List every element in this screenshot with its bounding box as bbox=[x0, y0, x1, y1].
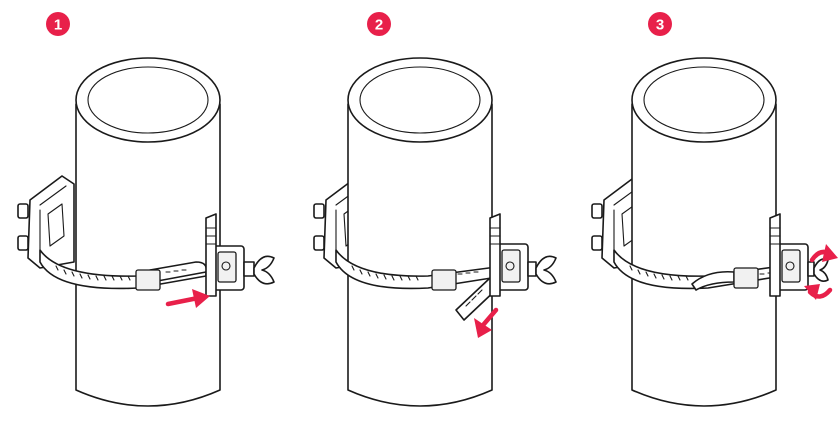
step-1-panel: 1 bbox=[17, 12, 275, 407]
step-1-number: 1 bbox=[54, 17, 62, 34]
pipe bbox=[75, 57, 221, 407]
pipe bbox=[631, 57, 777, 407]
step-2-action-icon bbox=[474, 307, 499, 338]
step-1-badge: 1 bbox=[46, 12, 70, 36]
step-3-action-icon bbox=[804, 244, 838, 300]
step-2-badge: 2 bbox=[367, 12, 391, 36]
clamp-wingnut bbox=[769, 213, 829, 297]
step-3-badge: 3 bbox=[648, 12, 672, 36]
clamp-wingnut bbox=[205, 213, 275, 297]
clamp-wingnut bbox=[489, 213, 557, 297]
back-bracket bbox=[17, 175, 75, 269]
strap bbox=[39, 249, 208, 291]
pipe bbox=[347, 57, 493, 407]
step-3-panel: 3 bbox=[591, 12, 838, 407]
step-3-number: 3 bbox=[656, 17, 664, 34]
step-2-panel: 2 bbox=[313, 12, 557, 407]
step-2-number: 2 bbox=[375, 17, 383, 34]
step-1-action-icon bbox=[165, 289, 210, 308]
